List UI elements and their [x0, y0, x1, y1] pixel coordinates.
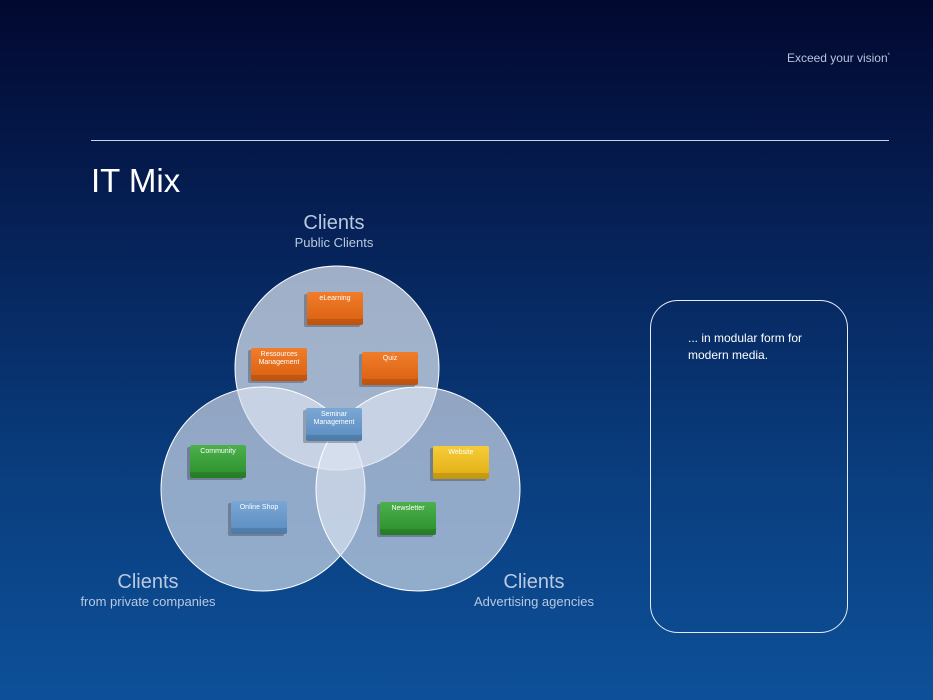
tagline: Exceed your vision*: [786, 51, 890, 65]
module-community[interactable]: Community: [190, 445, 246, 478]
note-panel: [650, 300, 848, 633]
page-title: IT Mix: [91, 162, 181, 199]
module-newsletter[interactable]: Newsletter: [380, 502, 436, 535]
note-text: ... in modular form for modern media.: [688, 331, 803, 362]
module-elearning[interactable]: eLearning: [307, 292, 363, 325]
module-ressources-management[interactable]: Ressources Management: [251, 348, 307, 381]
module-website[interactable]: Website: [433, 446, 489, 479]
header-divider: [91, 140, 889, 141]
venn-circle-right: [315, 386, 521, 592]
module-seminar-management[interactable]: Seminar Management: [306, 408, 362, 441]
module-quiz[interactable]: Quiz: [362, 352, 418, 385]
module-online-shop[interactable]: Online Shop: [231, 501, 287, 534]
